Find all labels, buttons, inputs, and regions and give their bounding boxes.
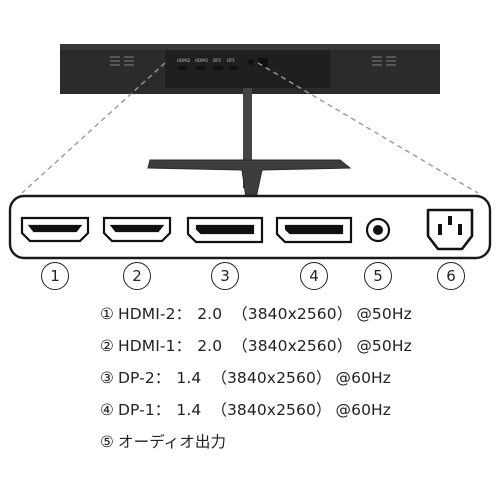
monitor-vent-right <box>372 56 396 66</box>
port-number-5: 5 <box>364 262 392 290</box>
spec-separator: ： <box>154 401 171 419</box>
stand-base <box>147 159 352 199</box>
monitor-port-label: HDMI1 <box>195 58 209 63</box>
spec-refresh-rate: @60Hz <box>335 401 392 419</box>
spec-interface: HDMI-1 <box>118 337 176 355</box>
monitor-port-labels: HDMI2 HDMI1 DP2 DP1 <box>177 58 235 63</box>
monitor-port-label: DP1 <box>227 58 235 63</box>
port-panel <box>165 50 330 88</box>
port-number-6: 6 <box>437 262 465 290</box>
displayport-icon <box>186 216 264 244</box>
spec-resolution: （3840x2560） <box>232 305 353 323</box>
monitor-port-label: DP2 <box>213 58 221 63</box>
spec-mark: ③ <box>100 369 114 387</box>
spec-mark: ④ <box>100 401 114 419</box>
spec-interface: オーディオ出力 <box>118 433 227 451</box>
spec-separator: ： <box>175 305 192 323</box>
spec-interface: DP-2 <box>118 369 155 387</box>
hdmi-port-icon <box>102 216 172 243</box>
displayport-icon <box>275 216 353 244</box>
spec-mark: ② <box>100 337 114 355</box>
spec-version: 2.0 <box>197 337 223 355</box>
spec-mark: ① <box>100 305 114 323</box>
spec-version: 1.4 <box>176 401 202 419</box>
hdmi-port-icon <box>20 216 90 243</box>
stand-neck <box>243 88 252 188</box>
monitor-bezel <box>60 44 440 50</box>
spec-interface: HDMI-2 <box>118 305 176 323</box>
monitor-bottom: HDMI2 HDMI1 DP2 DP1 <box>60 44 440 94</box>
spec-interface: DP-1 <box>118 401 155 419</box>
monitor-stand <box>147 88 352 199</box>
port-number-2: 2 <box>123 262 151 290</box>
spec-version: 1.4 <box>176 369 202 387</box>
spec-refresh-rate: @60Hz <box>335 369 392 387</box>
monitor-port-label: HDMI2 <box>177 58 191 63</box>
spec-separator: ： <box>175 337 192 355</box>
spec-resolution: （3840x2560） <box>211 369 332 387</box>
spec-resolution: （3840x2560） <box>211 401 332 419</box>
spec-separator: ： <box>154 369 171 387</box>
spec-refresh-rate: @50Hz <box>356 337 412 355</box>
port-number-1: 1 <box>41 262 69 290</box>
spec-resolution: （3840x2560） <box>232 337 353 355</box>
spec-refresh-rate: @50Hz <box>356 305 412 323</box>
ac-power-inlet-icon <box>426 208 474 251</box>
spec-mark: ⑤ <box>100 433 114 451</box>
monitor-vent-left <box>110 56 134 66</box>
audio-jack-icon <box>365 217 391 243</box>
port-number-4: 4 <box>300 262 328 290</box>
spec-version: 2.0 <box>197 305 223 323</box>
port-number-3: 3 <box>211 262 239 290</box>
leader-lines <box>21 62 479 194</box>
